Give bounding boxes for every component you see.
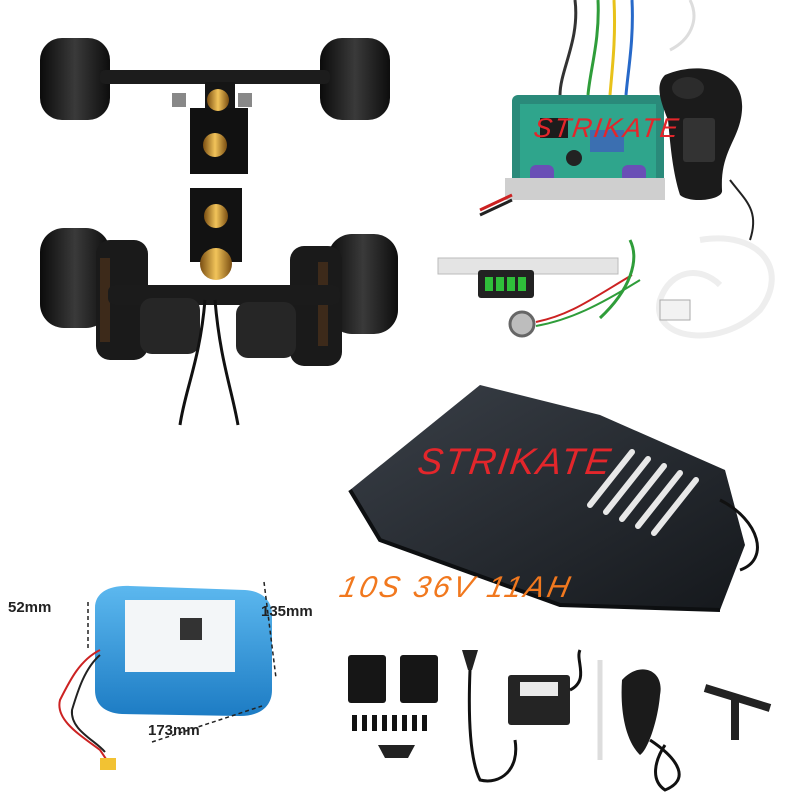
battery-enclosure (348, 385, 759, 612)
kit-accessories (348, 649, 772, 792)
battery-pack (58, 581, 277, 770)
battery-spec-label: 10S 36V 11AH (336, 571, 576, 604)
watermark-brand-top: STRIKATE (531, 113, 683, 143)
front-truck (40, 38, 390, 174)
rear-motor-truck (40, 188, 398, 426)
watermark-brand-middle: STRIKATE (415, 441, 616, 482)
esc-controller-board (479, 0, 696, 217)
battery-length-label: 173mm (148, 722, 200, 739)
handheld-remote (659, 68, 755, 241)
wiring-accessories (437, 235, 775, 339)
battery-height-label: 52mm (8, 599, 52, 616)
battery-width-label: 135mm (261, 603, 313, 620)
